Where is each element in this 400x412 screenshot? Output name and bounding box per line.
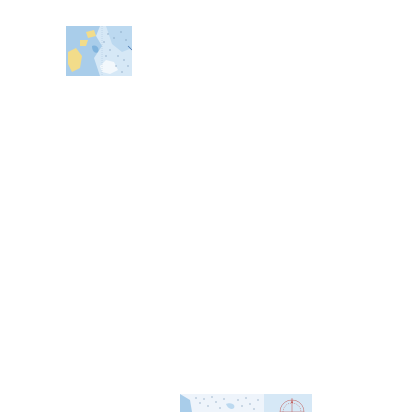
soundings <box>195 396 259 410</box>
north-arrow-icon <box>291 399 293 403</box>
chart-tile-graphic <box>180 394 264 412</box>
channel <box>92 45 99 53</box>
map-tile-bottom-left[interactable] <box>180 394 264 412</box>
soundings <box>103 31 129 73</box>
map-tile-upper-left[interactable] <box>66 26 132 76</box>
shoal-area <box>100 60 118 74</box>
map-tile-bottom-right[interactable] <box>264 394 312 412</box>
chart-tile-graphic <box>66 26 132 76</box>
island-west <box>80 40 88 46</box>
land-area <box>68 48 82 72</box>
channel-marker <box>127 45 132 51</box>
water-area <box>180 394 264 412</box>
deep-water-area <box>180 394 192 412</box>
water-area <box>106 26 132 52</box>
island-north <box>86 30 96 38</box>
shoal-area <box>226 403 235 409</box>
shallow-water-area <box>264 394 312 412</box>
chart-tile-graphic <box>264 394 312 412</box>
